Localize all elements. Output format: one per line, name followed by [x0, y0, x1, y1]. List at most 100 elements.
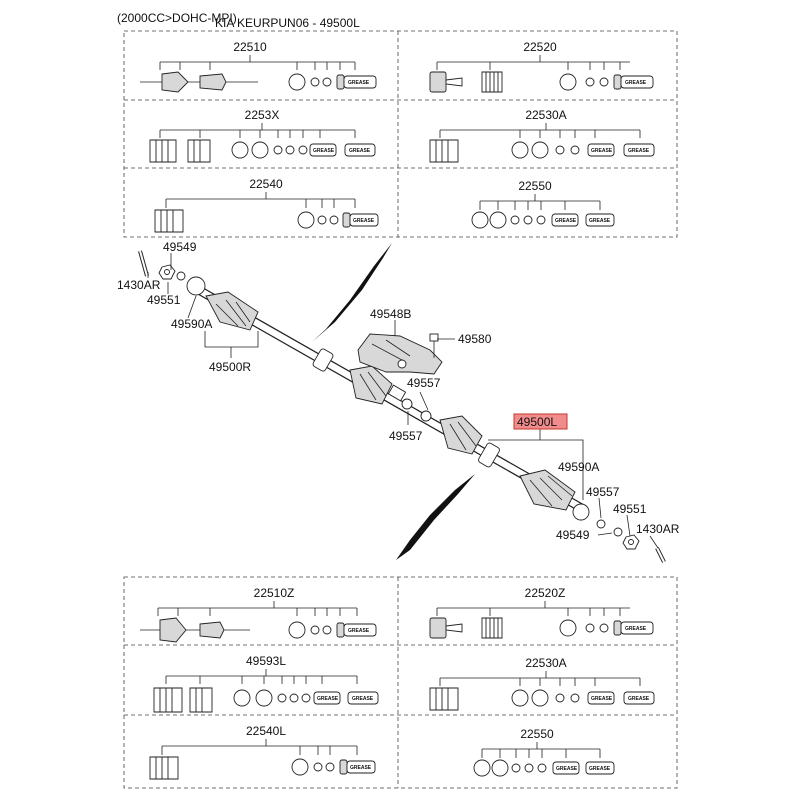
- washer-49549-upper[interactable]: [176, 271, 186, 281]
- ring-part: [471, 211, 489, 229]
- grease-pack: [620, 75, 654, 89]
- break-mark-lower: [396, 474, 475, 560]
- grease-pack: [309, 143, 337, 157]
- callout-49549-lower[interactable]: 49549: [556, 528, 590, 542]
- grease-text: GREASE: [348, 628, 370, 634]
- seal-ring-lower[interactable]: [572, 503, 590, 521]
- kit-22530A-bottom[interactable]: 22530A GREASE GREASE: [429, 656, 655, 711]
- kit-22540[interactable]: 22540 GREASE: [154, 177, 379, 233]
- grease-text: GREASE: [628, 696, 650, 702]
- grease-text: GREASE: [591, 696, 613, 702]
- grease-tube-cap: [339, 759, 348, 775]
- grease-text: GREASE: [352, 696, 374, 702]
- ring-part: [233, 689, 251, 707]
- seal-49557-left[interactable]: [401, 398, 413, 410]
- damper-upper[interactable]: [312, 348, 334, 372]
- grease-pack: [343, 75, 377, 89]
- grease-pack: [623, 143, 655, 157]
- damper-lower[interactable]: [477, 442, 500, 468]
- grease-pack: [346, 760, 376, 774]
- clamp-part: [555, 145, 565, 155]
- callout-49557-left[interactable]: 49557: [389, 429, 423, 443]
- clamp-part: [599, 623, 609, 633]
- ring-part: [511, 141, 529, 159]
- ring-part: [511, 689, 529, 707]
- callout-49549[interactable]: 49549: [163, 240, 197, 254]
- kit-22530A[interactable]: 22530A GREASE GREASE: [429, 108, 655, 163]
- outer-cv-joint-shape: [159, 617, 187, 643]
- callout-49500R[interactable]: 49500R: [209, 360, 251, 374]
- inner-cv-joint-upper[interactable]: [349, 365, 393, 405]
- kit-49593L[interactable]: 49593L GREASE GREASE: [153, 654, 379, 713]
- break-mark-upper: [312, 243, 392, 342]
- kit-label: 22550: [520, 727, 554, 741]
- grease-tube-cap: [613, 620, 622, 636]
- grease-pack: [587, 143, 615, 157]
- kit-label: 22530A: [525, 108, 566, 122]
- bracket-49548B[interactable]: [357, 333, 443, 375]
- callout-49590A-lower[interactable]: 49590A: [558, 460, 599, 474]
- kit-22540L[interactable]: 22540L GREASE: [149, 724, 376, 780]
- nut-49551-lower[interactable]: [622, 534, 640, 550]
- grease-text: GREASE: [353, 218, 375, 224]
- leader-49549-lower: [597, 532, 613, 536]
- kit-label: 22540: [249, 177, 283, 191]
- seal-49557-middle[interactable]: [420, 410, 432, 422]
- leader-49557-right: [598, 497, 602, 519]
- callout-49548B[interactable]: 49548B: [370, 307, 411, 321]
- kit-label: 49593L: [246, 654, 286, 668]
- clamp-part: [310, 77, 320, 87]
- ring-part: [489, 211, 507, 229]
- grease-pack: [552, 761, 580, 775]
- callout-49551-lower[interactable]: 49551: [613, 502, 647, 516]
- clamp-part: [313, 762, 323, 772]
- callout-49551[interactable]: 49551: [147, 293, 181, 307]
- grease-text: GREASE: [625, 626, 647, 632]
- bolt-1430AR-upper[interactable]: [138, 250, 149, 277]
- callout-49580[interactable]: 49580: [458, 332, 492, 346]
- kit-22510Z[interactable]: 22510Z GREASE: [140, 586, 377, 643]
- outer-cv-joint-upper[interactable]: [205, 291, 259, 331]
- grease-text: GREASE: [317, 696, 339, 702]
- kit-22550[interactable]: 22550 GREASE GREASE: [471, 179, 615, 229]
- clamp-part: [555, 693, 565, 703]
- grease-pack: [623, 691, 655, 705]
- callout-49590A[interactable]: 49590A: [171, 317, 212, 331]
- ring-part: [288, 621, 306, 639]
- kit-2253X[interactable]: 2253X GREASE GREASE: [149, 108, 376, 163]
- seal-49557-right[interactable]: [596, 519, 606, 529]
- callout-1430AR-lower[interactable]: 1430AR: [636, 522, 680, 536]
- washer-49549-lower[interactable]: [613, 527, 623, 537]
- stub-shaft-upper[interactable]: [387, 384, 407, 402]
- boot-part: [189, 687, 213, 713]
- grease-text: GREASE: [313, 148, 335, 154]
- callout-49557-right[interactable]: 49557: [586, 485, 620, 499]
- nut-49551-upper[interactable]: [158, 264, 176, 280]
- clamp-part: [585, 77, 595, 87]
- ring-part: [531, 141, 549, 159]
- grease-text: GREASE: [350, 765, 372, 771]
- inner-cv-joint-lower[interactable]: [439, 415, 483, 455]
- bolt-1430AR-lower[interactable]: [655, 547, 666, 563]
- kit-22510[interactable]: 22510 GREASE: [140, 40, 377, 93]
- boot-part: [481, 71, 503, 93]
- clamp-part: [322, 77, 332, 87]
- kit-label: 22510Z: [254, 586, 295, 600]
- callout-49557-middle[interactable]: 49557: [407, 376, 441, 390]
- bolt-49580[interactable]: [429, 333, 439, 358]
- kit-22520Z[interactable]: 22520Z GREASE: [429, 586, 654, 639]
- callout-1430AR[interactable]: 1430AR: [117, 278, 161, 292]
- grease-pack: [585, 213, 615, 227]
- seal-ring-upper[interactable]: [186, 276, 206, 296]
- kit-22520[interactable]: 22520 GREASE: [429, 40, 654, 93]
- callout-49500L[interactable]: 49500L: [517, 415, 557, 429]
- top-kit-table: [123, 30, 678, 238]
- clamp-part: [511, 763, 521, 773]
- clamp-part: [510, 215, 520, 225]
- ring-part: [491, 759, 509, 777]
- grease-pack: [344, 143, 376, 157]
- outer-cv-joint-lower[interactable]: [519, 469, 576, 511]
- grease-text: GREASE: [555, 218, 577, 224]
- kit-22550-bottom[interactable]: 22550 GREASE GREASE: [473, 727, 615, 777]
- drive-shaft[interactable]: [187, 281, 588, 514]
